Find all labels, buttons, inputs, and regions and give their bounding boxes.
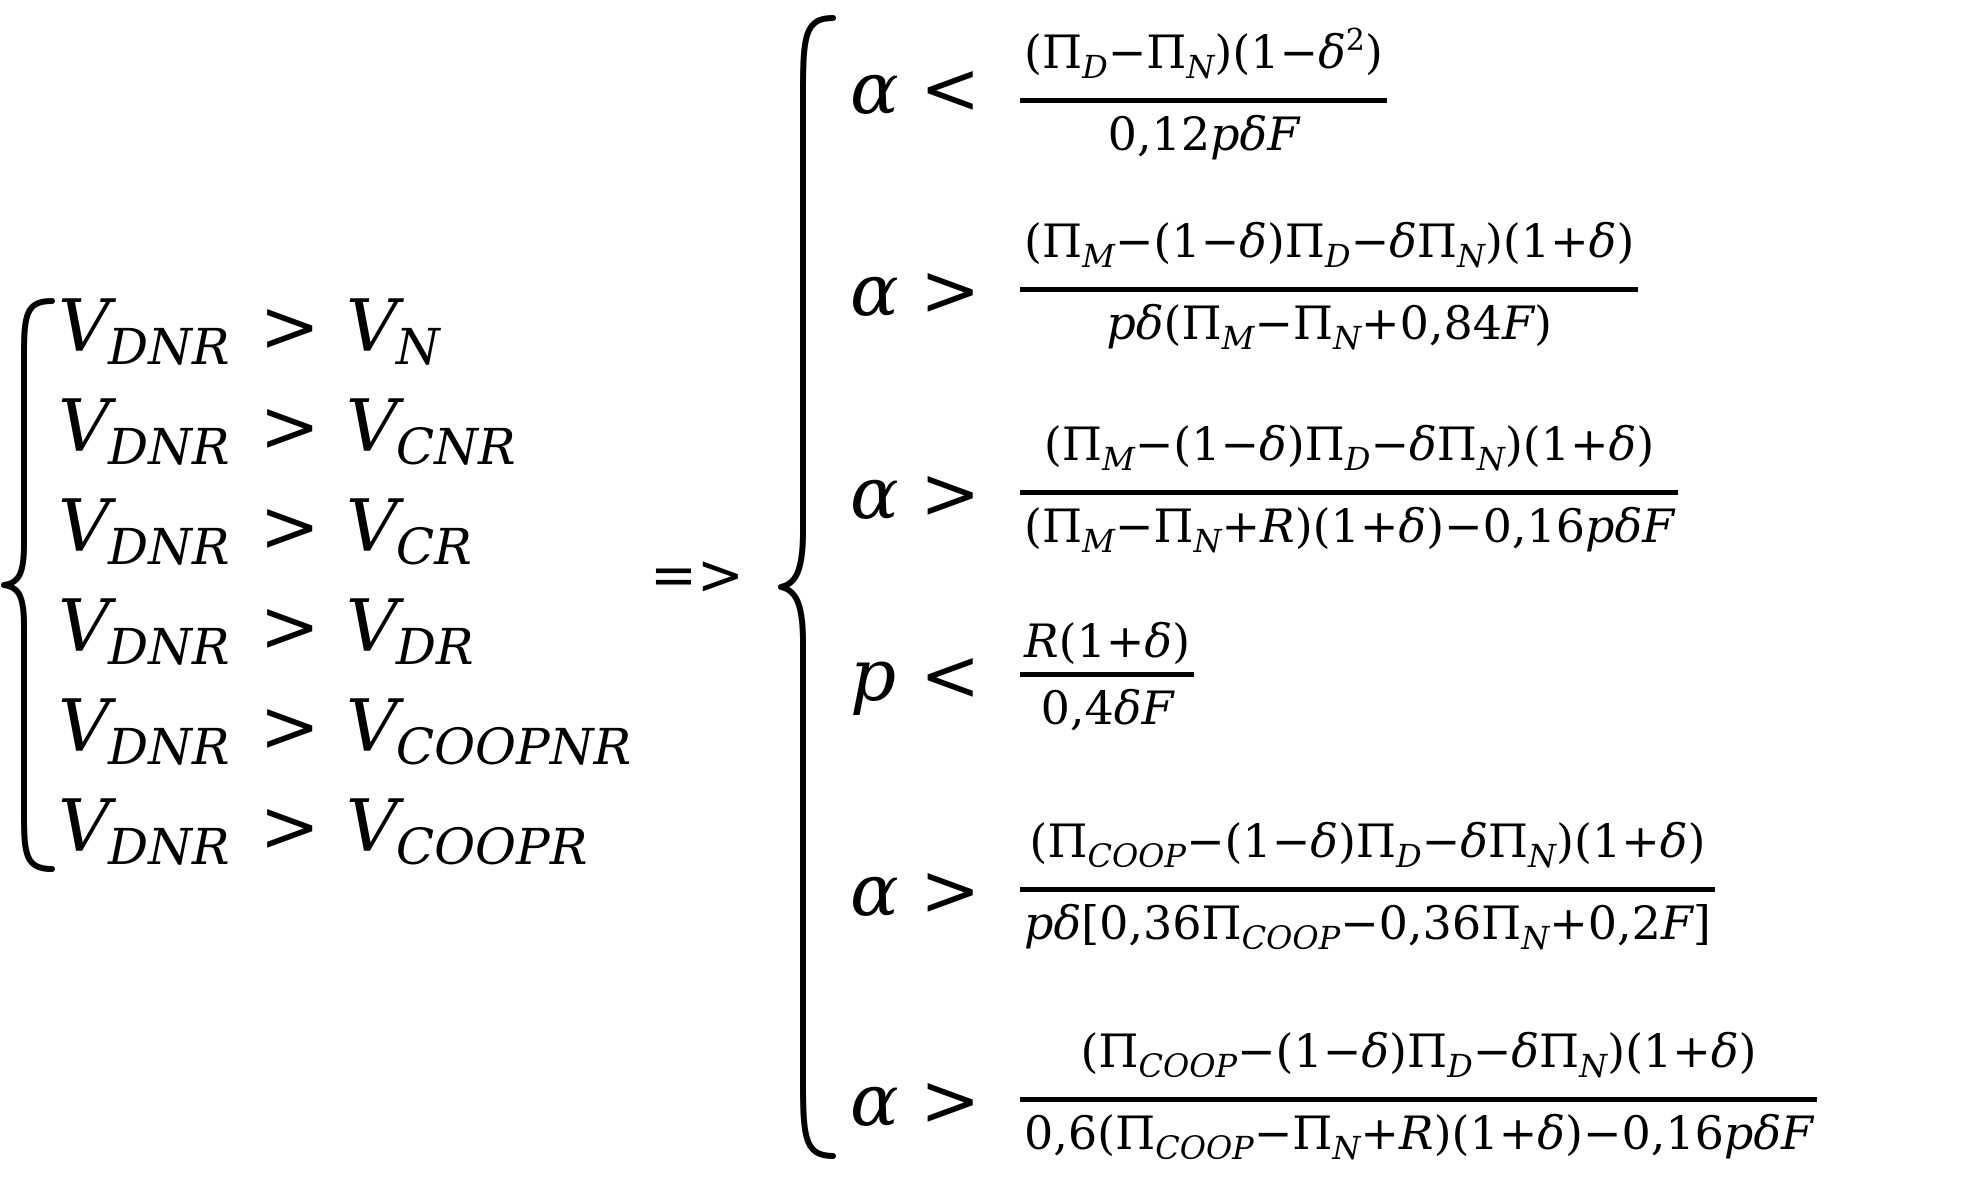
rhs-subscript: N bbox=[395, 318, 440, 376]
fraction-numerator: R(1+δ) bbox=[1024, 614, 1191, 668]
fraction-bar bbox=[1020, 887, 1715, 892]
right-brace bbox=[778, 15, 836, 1159]
rhs-variable: V bbox=[345, 284, 398, 368]
fraction: (ΠCOOP−(1−δ)ΠD−δΠN)(1+δ) 0,6(ΠCOOP−ΠN+R)… bbox=[1020, 1020, 1817, 1179]
rhs-subscript: CNR bbox=[395, 418, 516, 476]
fraction-bar bbox=[1020, 490, 1679, 495]
fraction-denominator: (ΠM−ΠN+R)(1+δ)−0,16pδF bbox=[1024, 499, 1675, 560]
greater-than-sign: > bbox=[259, 284, 320, 368]
rhs-subscript: CR bbox=[395, 518, 472, 576]
condition-1: α < (ΠD−ΠN)(1−δ2) 0,12pδF bbox=[850, 10, 1387, 165]
implies-symbol: => bbox=[650, 543, 744, 608]
rhs-subscript: COOPR bbox=[395, 818, 588, 876]
lhs-variable: V bbox=[58, 284, 110, 368]
rhs-subscript: DR bbox=[395, 618, 474, 676]
left-brace bbox=[1, 298, 55, 872]
greater-than-sign: > bbox=[259, 584, 320, 668]
fraction-bar bbox=[1020, 98, 1387, 103]
fraction-bar bbox=[1020, 287, 1639, 292]
fraction-numerator: (ΠM−(1−δ)ΠD−δΠN)(1+δ) bbox=[1024, 214, 1635, 275]
fraction-numerator: (ΠCOOP−(1−δ)ΠD−δΠN)(1+δ) bbox=[1080, 1024, 1757, 1085]
fraction-bar bbox=[1020, 672, 1195, 677]
lhs-variable: V bbox=[58, 584, 110, 668]
fraction: (ΠM−(1−δ)ΠD−δΠN)(1+δ) pδ(ΠM−ΠN+0,84F) bbox=[1020, 210, 1639, 369]
fraction-denominator: 0,6(ΠCOOP−ΠN+R)(1+δ)−0,16pδF bbox=[1024, 1106, 1813, 1167]
condition-2: α > (ΠM−(1−δ)ΠD−δΠN)(1+δ) pδ(ΠM−ΠN+0,84F… bbox=[850, 210, 1639, 369]
lhs-variable: V bbox=[58, 484, 110, 568]
condition-5: α > (ΠCOOP−(1−δ)ΠD−δΠN)(1+δ) pδ[0,36ΠCOO… bbox=[850, 810, 1715, 969]
lhs-variable: V bbox=[58, 684, 110, 768]
greater-than-sign: > bbox=[259, 784, 320, 868]
greater-than-sign: > bbox=[259, 684, 320, 768]
greater-than-sign: > bbox=[920, 247, 981, 332]
condition-6: α > (ΠCOOP−(1−δ)ΠD−δΠN)(1+δ) 0,6(ΠCOOP−Π… bbox=[850, 1020, 1817, 1179]
fraction: (ΠM−(1−δ)ΠD−δΠN)(1+δ) (ΠM−ΠN+R)(1+δ)−0,1… bbox=[1020, 413, 1679, 572]
condition-lhs: α bbox=[850, 450, 899, 535]
fraction: R(1+δ) 0,4δF bbox=[1020, 610, 1195, 739]
condition-lhs: α bbox=[850, 247, 899, 332]
rhs-variable: V bbox=[345, 484, 398, 568]
fraction-denominator: pδ(ΠM−ΠN+0,84F) bbox=[1106, 296, 1552, 357]
greater-than-sign: > bbox=[920, 1057, 981, 1142]
lhs-subscript: DNR bbox=[108, 818, 230, 876]
greater-than-sign: > bbox=[920, 847, 981, 932]
condition-lhs: α bbox=[850, 1057, 899, 1142]
condition-4: p < R(1+δ) 0,4δF bbox=[850, 610, 1195, 739]
less-than-sign: < bbox=[920, 632, 981, 717]
fraction-numerator: (ΠM−(1−δ)ΠD−δΠN)(1+δ) bbox=[1043, 417, 1655, 478]
rhs-variable: V bbox=[345, 784, 398, 868]
condition-3: α > (ΠM−(1−δ)ΠD−δΠN)(1+δ) (ΠM−ΠN+R)(1+δ)… bbox=[850, 413, 1679, 572]
fraction-denominator: 0,4δF bbox=[1040, 681, 1174, 735]
rhs-subscript: COOPNR bbox=[395, 718, 632, 776]
rhs-variable: V bbox=[345, 384, 398, 468]
condition-lhs: α bbox=[850, 847, 899, 932]
fraction: (ΠD−ΠN)(1−δ2) 0,12pδF bbox=[1020, 10, 1387, 165]
lhs-variable: V bbox=[58, 384, 110, 468]
lhs-subscript: DNR bbox=[108, 618, 230, 676]
less-than-sign: < bbox=[920, 45, 981, 130]
fraction-numerator: (ΠD−ΠN)(1−δ2) bbox=[1024, 23, 1383, 86]
greater-than-sign: > bbox=[259, 484, 320, 568]
rhs-variable: V bbox=[345, 684, 398, 768]
greater-than-sign: > bbox=[920, 450, 981, 535]
condition-lhs: p bbox=[850, 632, 897, 717]
fraction-bar bbox=[1020, 1097, 1817, 1102]
lhs-subscript: DNR bbox=[108, 318, 230, 376]
fraction: (ΠCOOP−(1−δ)ΠD−δΠN)(1+δ) pδ[0,36ΠCOOP−0,… bbox=[1020, 810, 1715, 969]
lhs-subscript: DNR bbox=[108, 718, 230, 776]
fraction-denominator: 0,12pδF bbox=[1107, 107, 1300, 161]
rhs-variable: V bbox=[345, 584, 398, 668]
lhs-subscript: DNR bbox=[108, 518, 230, 576]
fraction-denominator: pδ[0,36ΠCOOP−0,36ΠN+0,2F] bbox=[1024, 896, 1711, 957]
fraction-numerator: (ΠCOOP−(1−δ)ΠD−δΠN)(1+δ) bbox=[1029, 814, 1706, 875]
lhs-subscript: DNR bbox=[108, 418, 230, 476]
condition-lhs: α bbox=[850, 45, 899, 130]
lhs-variable: V bbox=[58, 784, 110, 868]
greater-than-sign: > bbox=[259, 384, 320, 468]
